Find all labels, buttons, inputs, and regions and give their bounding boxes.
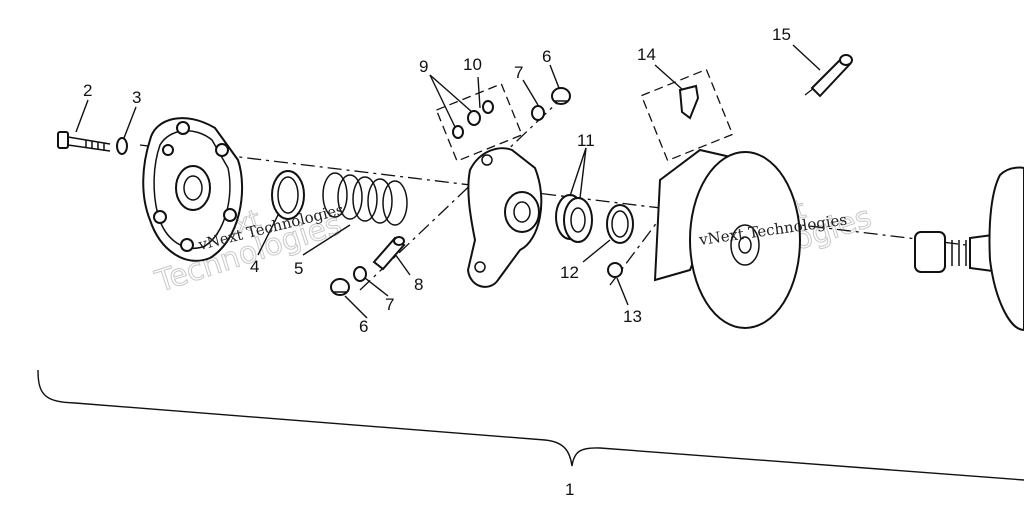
bolt-part-15 — [810, 54, 853, 98]
callout-7-upper: 7 — [514, 63, 523, 82]
nut-axis-line — [609, 164, 701, 286]
detail-box-9-10 — [435, 83, 523, 162]
callout-6-lower: 6 — [359, 317, 368, 336]
button-part-6-lower — [330, 278, 350, 296]
callout-12: 12 — [560, 263, 579, 282]
leader-lines — [75, 44, 821, 319]
clip-part-14 — [678, 84, 700, 120]
callout-3: 3 — [132, 88, 141, 107]
assembly-brace — [37, 369, 1024, 481]
sleeve-part-12 — [606, 204, 634, 244]
callout-13: 13 — [623, 307, 642, 326]
callout-8: 8 — [414, 275, 423, 294]
pin-part-8 — [372, 236, 406, 271]
washer-part-7-lower — [353, 266, 367, 282]
bushing-part-11 — [555, 194, 593, 243]
cover-plate — [142, 117, 244, 262]
callout-14: 14 — [637, 45, 656, 64]
nut-part-9b — [482, 100, 494, 114]
spring-part-5 — [322, 172, 408, 226]
callout-4: 4 — [250, 257, 259, 276]
drive-shaft — [914, 166, 1024, 332]
cap-part-10 — [467, 110, 481, 126]
bolt-part-2 — [57, 131, 111, 152]
callout-7-lower: 7 — [385, 295, 394, 314]
sheave-disc — [653, 148, 801, 329]
callout-11: 11 — [577, 131, 595, 150]
callout-10: 10 — [463, 55, 482, 74]
callout-9: 9 — [419, 57, 428, 76]
nut-part-9 — [452, 125, 464, 139]
ring-part-4 — [271, 170, 305, 220]
washer-part-7-upper — [531, 105, 545, 121]
callout-6-upper: 6 — [542, 47, 551, 66]
callout-15: 15 — [772, 25, 791, 44]
nut-part-13 — [607, 262, 623, 278]
callout-5: 5 — [294, 259, 303, 278]
washer-part-3 — [116, 137, 128, 155]
spider-arm — [466, 147, 543, 288]
callout-1: 1 — [565, 480, 574, 499]
pin-axis-line — [359, 99, 561, 291]
button-part-6-upper — [551, 87, 571, 105]
callout-2: 2 — [83, 81, 92, 100]
